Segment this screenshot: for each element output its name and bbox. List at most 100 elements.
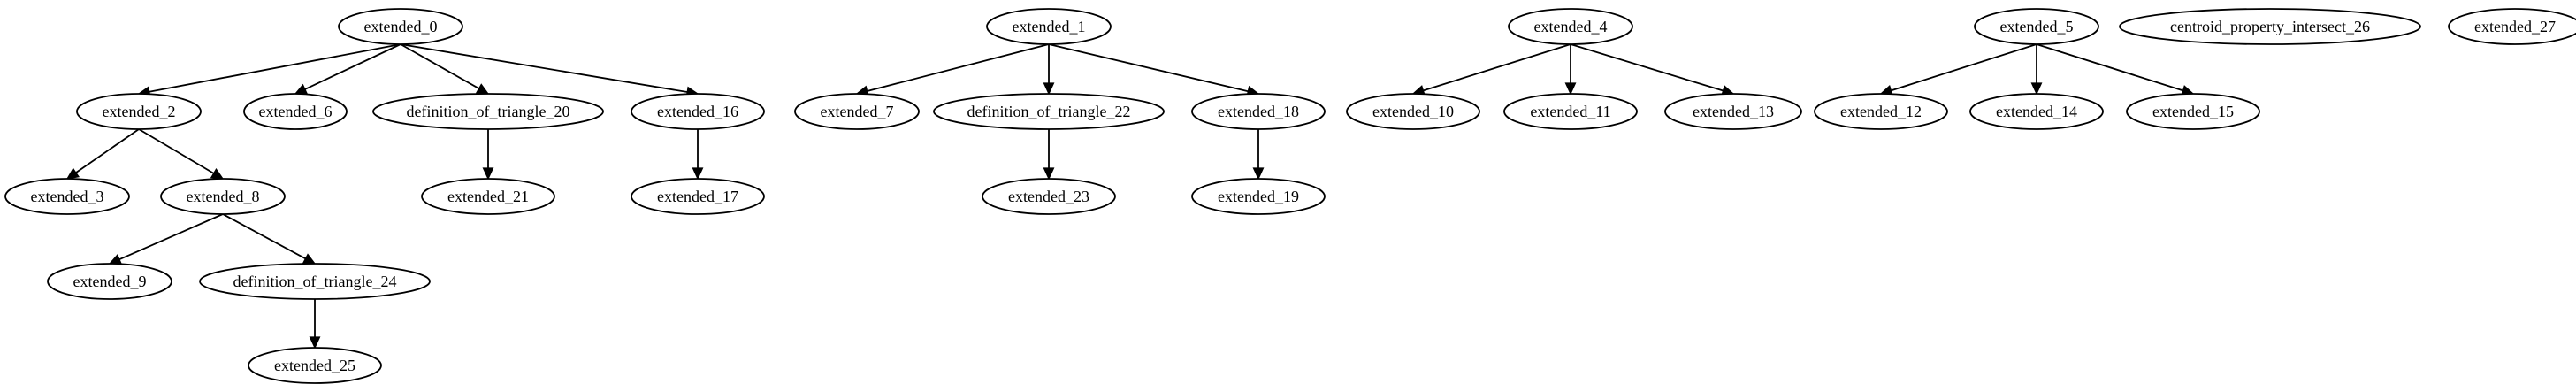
node-definition-of-triangle-22: definition_of_triangle_22 [933,93,1165,130]
edge-definition-of-triangle-22-to-extended-23 [1043,129,1055,181]
edge-extended-5-to-extended-12 [1879,43,2037,96]
edge-line [1570,43,1724,92]
node-ellipse [631,93,765,130]
edge-line [400,43,688,93]
arrowhead [1043,82,1055,96]
node-ellipse [1346,93,1480,130]
node-ellipse [2119,8,2421,45]
node-extended-2: extended_2 [76,93,202,130]
node-ellipse [982,178,1116,215]
edge-extended-1-to-extended-7 [855,43,1050,97]
node-ellipse [1191,93,1326,130]
node-label: extended_17 [657,188,738,205]
arrowhead [309,336,321,350]
node-extended-8: extended_8 [160,178,286,215]
node-label: extended_25 [274,357,355,374]
node-extended-4: extended_4 [1508,8,1633,45]
node-label: extended_18 [1218,103,1299,120]
node-definition-of-triangle-20: definition_of_triangle_20 [372,93,604,130]
node-label: extended_1 [1013,18,1086,35]
node-extended-23: extended_23 [982,178,1116,215]
arrowhead [2030,82,2043,96]
edge-line [400,43,479,89]
node-extended-15: extended_15 [2126,93,2260,130]
nodes-layer: extended_0 extended_2 extended_6 definition… [4,8,2576,384]
edge-extended-18-to-extended-19 [1252,129,1265,181]
node-extended-1: extended_1 [986,8,1112,45]
node-ellipse [1974,8,2099,45]
edge-line [1891,43,2037,92]
node-ellipse [1191,178,1326,215]
node-label: extended_23 [1008,188,1089,205]
node-ellipse [4,178,130,215]
node-ellipse [1814,93,1948,130]
node-ellipse [338,8,463,45]
node-label: extended_3 [31,188,104,205]
node-ellipse [243,93,348,130]
node-ellipse [1969,93,2104,130]
node-ellipse [2126,93,2260,130]
node-extended-11: extended_11 [1503,93,1638,130]
arrowhead [1043,167,1055,181]
node-label: extended_8 [187,188,260,205]
node-label: extended_19 [1218,188,1299,205]
node-label: centroid_property_intersect_26 [2170,18,2370,35]
edge-extended-8-to-definition-of-triangle-24 [222,213,317,265]
arrowhead [1252,167,1265,181]
edge-line [75,128,140,173]
edge-extended-5-to-extended-15 [2036,43,2195,96]
arrowhead [210,168,225,180]
node-label: extended_21 [447,188,529,205]
edge-extended-4-to-extended-13 [1570,43,1735,96]
node-label: extended_4 [1534,18,1608,35]
node-label: extended_7 [821,103,894,120]
node-extended-21: extended_21 [421,178,555,215]
node-extended-7: extended_7 [794,93,920,130]
edge-extended-16-to-extended-17 [692,129,704,181]
edge-extended-4-to-extended-11 [1564,44,1577,96]
edge-extended-1-to-definition-of-triangle-22 [1043,44,1055,96]
edges-layer [65,43,2195,350]
node-extended-18: extended_18 [1191,93,1326,130]
edge-line [1048,43,1249,93]
edge-line [2036,43,2183,92]
node-extended-17: extended_17 [631,178,765,215]
node-ellipse [372,93,604,130]
node-ellipse [199,263,431,300]
node-label: extended_10 [1372,103,1454,120]
arrowhead [692,167,704,181]
node-label: extended_14 [1996,103,2077,120]
edge-line [118,213,224,261]
node-extended-13: extended_13 [1664,93,1802,130]
node-ellipse [631,178,765,215]
node-extended-19: extended_19 [1191,178,1326,215]
edge-line [222,213,306,260]
node-label: extended_16 [657,103,738,120]
node-extended-6: extended_6 [243,93,348,130]
node-extended-10: extended_10 [1346,93,1480,130]
node-extended-27: extended_27 [2448,8,2576,45]
node-ellipse [794,93,920,130]
node-label: extended_0 [364,18,438,35]
arrowhead [108,254,123,265]
node-extended-16: extended_16 [631,93,765,130]
node-definition-of-triangle-24: definition_of_triangle_24 [199,263,431,300]
edge-extended-5-to-extended-14 [2030,44,2043,96]
arrowhead [1564,82,1577,96]
edge-extended-8-to-extended-9 [108,213,224,265]
node-extended-9: extended_9 [47,263,172,300]
arrowhead [302,253,317,265]
node-ellipse [2448,8,2576,45]
node-label: extended_5 [2000,18,2074,35]
node-label: extended_6 [259,103,333,120]
arrowhead [294,83,309,95]
edge-extended-2-to-extended-3 [65,128,140,180]
node-ellipse [248,347,382,384]
node-extended-25: extended_25 [248,347,382,384]
node-extended-14: extended_14 [1969,93,2104,130]
node-ellipse [160,178,286,215]
node-label: extended_9 [73,273,147,290]
node-extended-12: extended_12 [1814,93,1948,130]
node-ellipse [1508,8,1633,45]
node-extended-0: extended_0 [338,8,463,45]
